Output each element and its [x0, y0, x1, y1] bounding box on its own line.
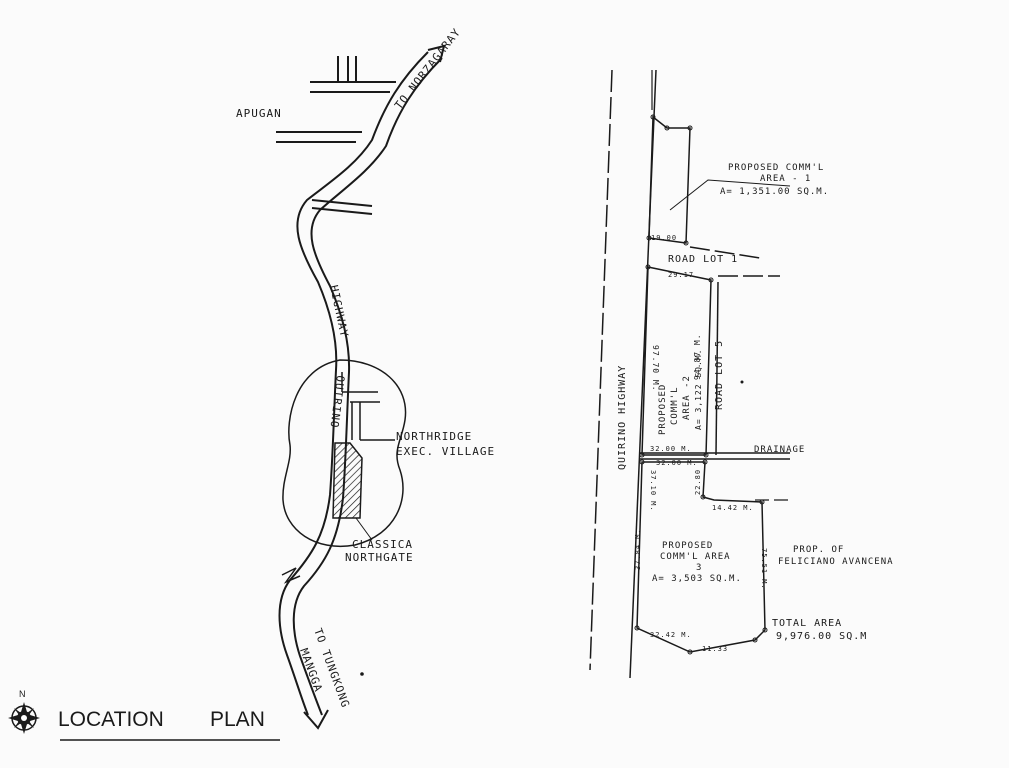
dim-area3-bottom-mid: 11.33 — [702, 645, 728, 653]
label-highway-lower: QUIRINO — [328, 375, 347, 430]
dim-area3-step: 22.80 — [694, 469, 702, 495]
area-3-label-3: 3 — [696, 563, 702, 573]
dim-area3-top: 32.00 M. — [656, 459, 698, 467]
label-road-lot-1: ROAD LOT 1 — [668, 254, 738, 265]
area-2-lot — [641, 266, 712, 456]
dim-area2-left: 97.70 M. — [651, 345, 660, 392]
label-apugan: APUGAN — [236, 107, 282, 120]
dim-area3-lower-left: 37.84 M. — [634, 528, 642, 570]
label-total-area: TOTAL AREA — [772, 618, 842, 629]
side-road-apugan — [337, 56, 357, 82]
label-prop-of: PROP. OF — [793, 545, 844, 555]
label-drainage: DRAINAGE — [754, 445, 805, 455]
title-block: N LOCATION PLAN — [8, 689, 280, 741]
dim-area2-right: 94.87 M. — [693, 333, 702, 380]
label-northridge-2: EXEC. VILLAGE — [396, 445, 495, 458]
highway-edge-dashed — [589, 69, 613, 671]
area-2-label-2: COMM'L — [670, 386, 680, 425]
site-plan: QUIRINO HIGHWAY PROPOSED COMM'L AREA - 1… — [589, 69, 894, 679]
area-2-label-1: PROPOSED — [658, 384, 668, 435]
area-1-lot — [648, 115, 691, 244]
area-1-label-2: AREA - 1 — [760, 174, 811, 184]
value-total-area: 9,976.00 SQ.M — [776, 631, 867, 642]
dim-area3-right: 75.51 M. — [760, 548, 768, 590]
dim-area2-bottom: 32.00 M. — [650, 445, 692, 453]
north-label: N — [19, 689, 26, 699]
quirino-highway-road — [278, 51, 429, 716]
dim-area3-ledge: 14.42 M. — [712, 504, 754, 512]
road-lot-1-edge — [689, 246, 761, 259]
label-northridge-1: NORTHRIDGE — [396, 430, 472, 443]
road-lot-5-edge — [715, 281, 719, 456]
label-classica-1: CLASSICA — [352, 538, 413, 551]
north-arrow-icon — [8, 702, 40, 734]
dim-area2-top: 29.17 — [668, 271, 694, 279]
label-feliciano: FELICIANO AVANCENA — [778, 557, 894, 567]
area-2-label-4: A= 3,122 SQ.M. — [694, 349, 703, 430]
area-1-label-1: PROPOSED COMM'L — [728, 163, 824, 173]
area-3-label-1: PROPOSED — [662, 541, 713, 551]
label-to-norzagaray: TO NORZAGARAY — [392, 26, 463, 112]
title-plan: PLAN — [210, 708, 265, 731]
area-1-label-3: A= 1,351.00 SQ.M. — [720, 187, 829, 197]
title-location: LOCATION — [58, 708, 164, 731]
dim-area1-bottom: 19.00 — [651, 234, 677, 242]
label-road-lot-5: ROAD LOT 5 — [714, 340, 725, 410]
vicinity-map: APUGAN TO NORZAGARAY HIGHWAY QUIRINO NOR… — [236, 26, 495, 730]
area-3-lot — [636, 461, 766, 653]
label-quirino-highway: QUIRINO HIGHWAY — [617, 365, 628, 470]
area-3-label-2: COMM'L AREA — [660, 552, 731, 562]
dim-area3-left: 37.10 M. — [649, 470, 657, 512]
label-highway-upper: HIGHWAY — [327, 284, 351, 339]
dim-area3-bottom-left: 32.42 M. — [650, 631, 692, 639]
classica-northgate-lot — [332, 442, 363, 519]
vicinity-boundary — [282, 359, 407, 547]
area-3-label-4: A= 3,503 SQ.M. — [652, 574, 742, 584]
label-classica-2: NORTHGATE — [345, 551, 414, 564]
area-2-label-3: AREA -2 — [682, 375, 692, 420]
